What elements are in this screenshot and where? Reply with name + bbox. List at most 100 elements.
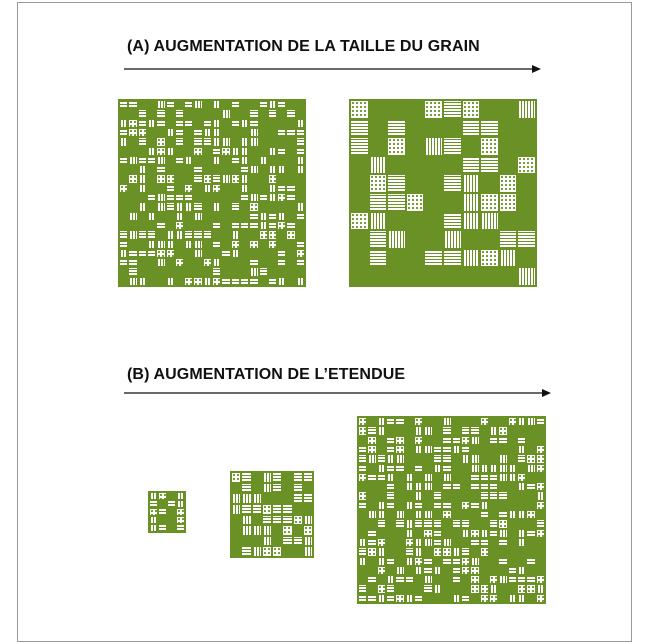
habitat-cell-patch [404,500,415,510]
habitat-cell-vegetated [184,109,193,118]
habitat-cell-patch [119,127,129,138]
habitat-cell-vegetated [517,249,536,268]
habitat-cell-vegetated [480,100,499,119]
habitat-cell-patch [443,174,462,193]
habitat-cell-patch [376,426,387,436]
habitat-cell-patch [146,248,157,259]
habitat-cell-patch [432,454,443,464]
habitat-cell-patch [119,230,129,240]
habitat-cell-patch [137,155,147,166]
habitat-cell-patch [423,537,433,548]
habitat-cell-vegetated [128,165,137,174]
habitat-cell-vegetated [461,482,470,491]
habitat-cell-patch [350,118,369,138]
habitat-cell-vegetated [480,557,489,566]
habitat-cell-vegetated [517,464,526,473]
habitat-cell-vegetated [367,501,376,510]
habitat-cell-patch [507,472,517,483]
habitat-cell-patch [272,546,283,557]
habitat-cell-patch [156,193,166,203]
habitat-cell-patch [156,118,166,128]
habitat-cell-patch [461,211,481,231]
habitat-cell-patch [470,472,480,483]
habitat-cell-patch [404,547,415,557]
habitat-cell-patch [149,492,158,500]
habitat-cell-patch [376,565,387,576]
habitat-cell-vegetated [203,240,212,249]
habitat-cell-vegetated [470,445,479,454]
habitat-cell-patch [488,584,499,594]
habitat-cell-patch [258,230,268,240]
habitat-cell-vegetated [462,230,481,249]
habitat-cell-vegetated [119,147,128,156]
habitat-cell-vegetated [293,504,303,515]
habitat-cell-patch [460,426,471,436]
habitat-cell-patch [193,127,203,138]
habitat-cell-patch [461,155,481,175]
habitat-cell-patch [137,230,147,240]
habitat-cell-vegetated [424,174,443,193]
habitat-cell-patch [146,118,157,128]
habitat-cell-patch [174,155,185,166]
habitat-cell-patch [230,155,240,166]
habitat-cell-vegetated [443,119,462,138]
habitat-cell-patch [358,556,368,566]
habitat-cell-vegetated [508,454,517,463]
habitat-cell-patch [231,472,242,483]
habitat-cell-patch [387,230,406,249]
habitat-cell-vegetated [296,100,305,109]
habitat-cell-vegetated [480,267,499,286]
habitat-cell-patch [258,211,268,221]
habitat-cell-vegetated [203,156,212,165]
habitat-cell-vegetated [252,536,262,547]
habitat-cell-vegetated [166,156,175,165]
habitat-cell-vegetated [259,165,268,174]
habitat-cell-vegetated [526,519,535,528]
habitat-cell-vegetated [231,212,240,221]
habitat-cell-patch [249,220,259,231]
habitat-cell-patch [277,183,287,193]
habitat-cell-patch [249,258,259,268]
habitat-cell-vegetated [536,510,545,519]
habitat-cell-patch [526,463,536,473]
habitat-cell-patch [128,155,138,166]
habitat-cell-patch [423,482,433,492]
habitat-cell-patch [249,267,259,277]
habitat-cell-vegetated [282,546,292,557]
habitat-cell-vegetated [480,445,489,454]
habitat-cell-vegetated [423,417,432,426]
habitat-cell-vegetated [517,547,526,556]
habitat-cell-patch [230,202,240,212]
habitat-cell-patch [376,519,387,529]
habitat-cell-vegetated [367,482,376,491]
habitat-cell-vegetated [193,258,202,267]
habitat-cell-patch [277,193,287,203]
habitat-cell-vegetated [286,267,295,276]
habitat-cell-vegetated [147,258,156,267]
habitat-cell-vegetated [175,147,184,156]
habitat-cell-patch [358,547,368,557]
habitat-cell-vegetated [259,119,268,128]
habitat-cell-vegetated [138,258,147,267]
habitat-cell-patch [451,444,461,455]
habitat-cell-patch [261,535,272,547]
habitat-cell-vegetated [147,100,156,109]
habitat-cell-vegetated [443,267,462,286]
habitat-cell-patch [267,146,278,156]
habitat-cell-vegetated [433,482,442,491]
habitat-cell-vegetated [461,417,470,426]
habitat-cell-patch [432,444,443,455]
habitat-cell-patch [367,510,377,520]
habitat-cell-patch [460,593,471,603]
habitat-cell-patch [212,127,222,138]
habitat-cell-patch [507,565,517,576]
habitat-cell-patch [137,109,147,119]
habitat-cell-vegetated [128,109,137,118]
habitat-cell-vegetated [433,557,442,566]
habitat-cell-vegetated [498,482,507,491]
habitat-cell-vegetated [461,491,470,500]
habitat-cell-patch [295,239,305,249]
habitat-cell-patch [414,593,424,603]
habitat-cell-patch [535,500,545,510]
habitat-cell-patch [470,500,480,510]
